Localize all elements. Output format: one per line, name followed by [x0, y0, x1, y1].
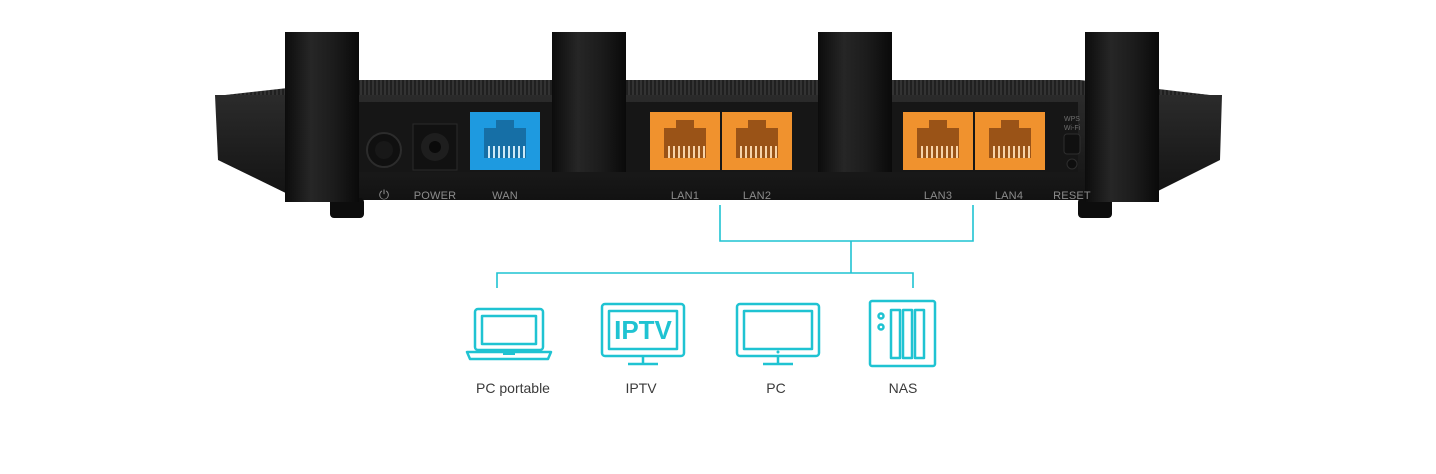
reset-port-label: RESET: [1053, 190, 1091, 202]
device-label-iptv: IPTV: [625, 380, 657, 396]
power-port-label: POWER: [414, 190, 457, 202]
device-distribution-line: [496, 272, 914, 288]
router: WPS Wi-Fi ⏻ POWER WAN LAN1 LAN2 LAN3 LAN…: [215, 32, 1222, 218]
connection-lines: [496, 205, 974, 288]
device-label-nas: NAS: [889, 380, 918, 396]
lan3-port[interactable]: [903, 112, 973, 170]
router-top-vents: [225, 80, 1210, 95]
power-symbol-label: ⏻: [379, 188, 389, 203]
wps-label: WPS: [1064, 116, 1080, 123]
lan3-port-label: LAN3: [924, 190, 952, 202]
lan-bracket-line: [719, 205, 974, 242]
device-label-laptop: PC portable: [476, 380, 550, 396]
router-foot-right: [1078, 198, 1112, 218]
wan-port-label: WAN: [492, 190, 518, 202]
antenna-4: [1085, 32, 1159, 202]
devices: IPTV: [465, 299, 937, 368]
lan2-port[interactable]: [722, 112, 792, 170]
lan2-port-label: LAN2: [743, 190, 771, 202]
device-label-pc: PC: [766, 380, 785, 396]
lan4-port-label: LAN4: [995, 190, 1023, 202]
laptop-icon: [465, 307, 553, 361]
antenna-1: [285, 32, 359, 202]
wan-port[interactable]: [470, 112, 540, 170]
lan4-port[interactable]: [975, 112, 1045, 170]
device-labels: PC portable IPTV PC NAS: [476, 380, 917, 396]
lan1-port[interactable]: [650, 112, 720, 170]
reset-button[interactable]: [1066, 158, 1078, 170]
iptv-icon: IPTV: [600, 302, 686, 366]
antenna-3: [818, 32, 892, 172]
wps-wifi-button[interactable]: [1063, 133, 1081, 155]
lan1-port-label: LAN1: [671, 190, 699, 202]
nas-icon: [868, 299, 937, 368]
antenna-2: [552, 32, 626, 172]
wifi-label: Wi-Fi: [1064, 125, 1081, 132]
monitor-icon: [735, 302, 821, 366]
router-foot-left: [330, 198, 364, 218]
iptv-screen-text: IPTV: [614, 315, 672, 345]
